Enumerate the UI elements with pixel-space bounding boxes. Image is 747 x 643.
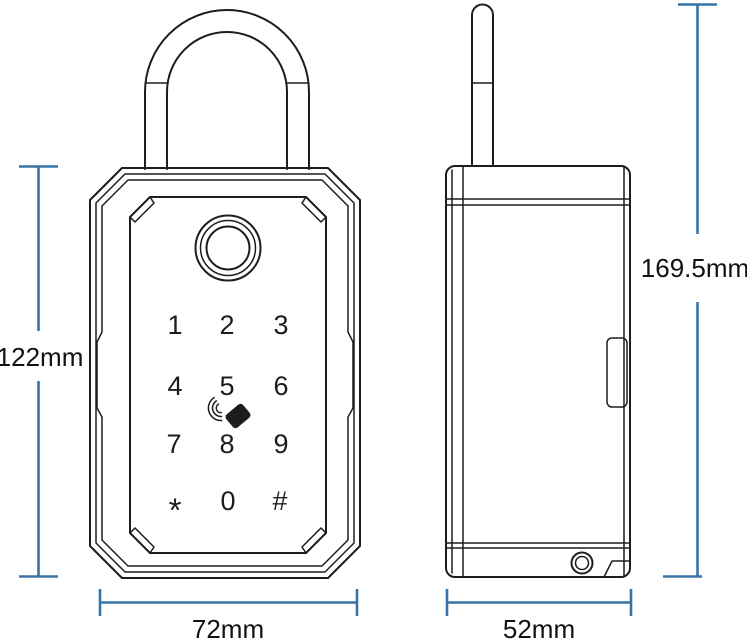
front-body <box>89 167 361 579</box>
dimension-annotations: 122mm 169.5mm 72mm 52mm <box>0 3 747 643</box>
shackle-inner-outline <box>166 31 288 170</box>
key-0: 0 <box>220 486 235 516</box>
body-outline-inner <box>96 179 354 567</box>
body-outline-outer <box>89 167 361 579</box>
side-lock-cylinder-inner <box>574 555 590 571</box>
shackle-outer-outline <box>144 9 310 170</box>
front-view: 1 2 3 4 5 6 7 8 9 * 0 # <box>89 9 361 579</box>
shackle-side <box>471 3 494 167</box>
body-outline-middle <box>95 173 355 573</box>
dim-label-side-depth: 52mm <box>503 614 575 643</box>
dim-label-front-height: 122mm <box>0 342 83 372</box>
key-3: 3 <box>273 310 288 340</box>
panel-bevel-top-right <box>301 196 327 223</box>
side-latch-tab <box>606 337 628 408</box>
fingerprint-ring-outer <box>194 214 262 282</box>
fingerprint-sensor-icon <box>194 214 262 282</box>
key-5: 5 <box>219 371 234 401</box>
panel-bevel-bottom-right <box>301 527 327 554</box>
fingerprint-ring-middle <box>199 219 257 277</box>
nfc-wave-large <box>207 396 223 422</box>
key-2: 2 <box>219 310 234 340</box>
key-6: 6 <box>273 371 288 401</box>
key-hash: # <box>272 486 287 516</box>
shackle-front <box>144 9 310 170</box>
dim-label-overall-height: 169.5mm <box>641 253 747 283</box>
shackle-side-outline <box>471 3 494 167</box>
key-9: 9 <box>273 429 288 459</box>
fingerprint-ring-inner <box>205 225 251 271</box>
dimension-front-height: 122mm <box>0 165 83 578</box>
panel-bevel-bottom-left <box>129 527 155 554</box>
nfc-icon <box>207 396 251 429</box>
side-body <box>445 165 631 578</box>
dimension-overall-height: 169.5mm <box>641 3 747 578</box>
nfc-card <box>225 403 251 429</box>
key-7: 7 <box>166 429 181 459</box>
dimension-front-width: 72mm <box>98 589 359 643</box>
keypad: 1 2 3 4 5 6 7 8 9 * 0 # <box>166 310 288 529</box>
key-4: 4 <box>167 371 182 401</box>
side-view <box>445 3 631 578</box>
side-corner-notch <box>603 560 631 578</box>
dimension-side-depth: 52mm <box>445 589 633 643</box>
nfc-card-shape <box>225 403 251 429</box>
key-8: 8 <box>219 429 234 459</box>
nfc-waves <box>207 396 223 422</box>
key-1: 1 <box>167 310 182 340</box>
front-panel <box>129 196 327 554</box>
side-body-outline <box>445 165 631 578</box>
panel-bevel-top-left <box>129 196 155 223</box>
side-lock-cylinder-outer <box>570 551 594 575</box>
key-star: * <box>169 492 182 529</box>
nfc-wave-medium <box>211 400 223 418</box>
dim-label-front-width: 72mm <box>192 614 264 643</box>
nfc-wave-small <box>215 403 222 414</box>
